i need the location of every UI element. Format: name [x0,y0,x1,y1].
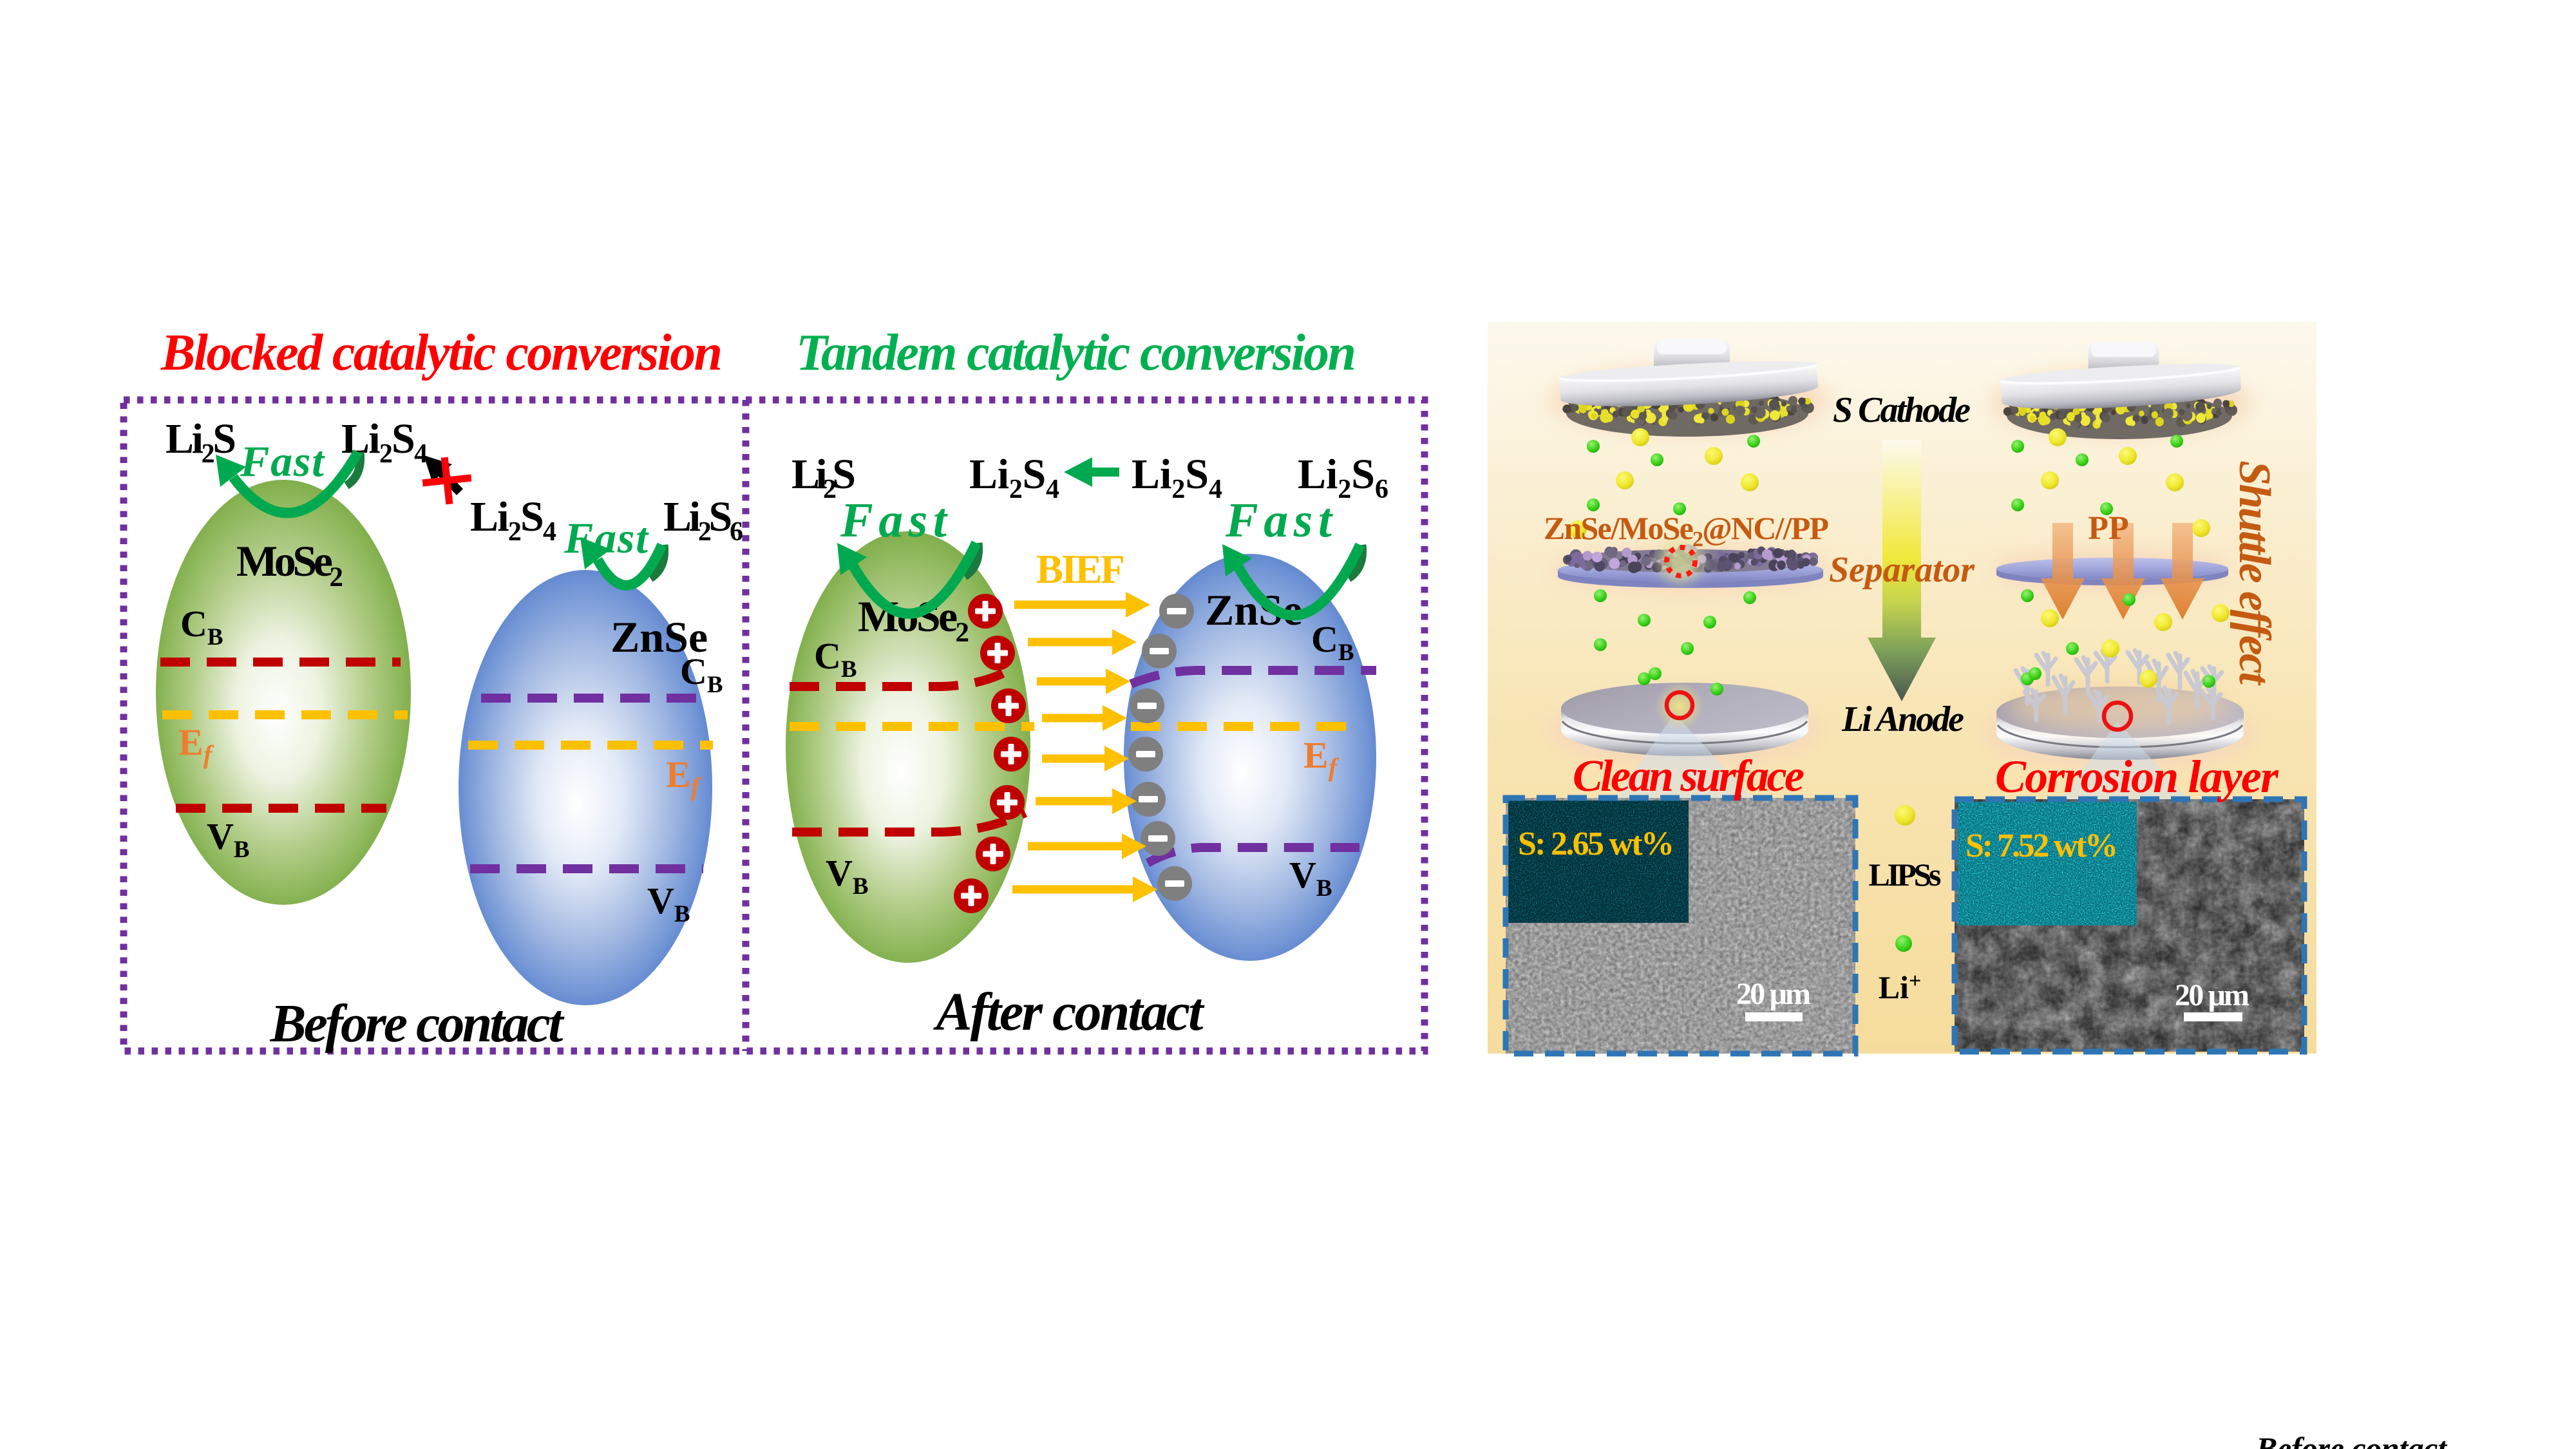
svg-text:S: 7.52 wt%: S: 7.52 wt% [1965,828,2118,864]
svg-text:Blocked catalytic conversion: Blocked catalytic conversion [160,325,723,381]
svg-text:Li2S4: Li2S4 [470,493,556,547]
svg-text:After contact: After contact [933,982,1206,1042]
svg-text:Clean surface: Clean surface [1573,752,1804,801]
svg-text:Li Anode: Li Anode [1841,699,1964,739]
svg-text:PP: PP [2088,510,2129,547]
svg-text:Tandem catalytic conversion: Tandem catalytic conversion [796,325,1356,381]
svg-text:BIEF: BIEF [1036,547,1125,592]
svg-text:20 μm: 20 μm [2175,978,2249,1012]
svg-text:ZnSe/MoSe2@NC//PP: ZnSe/MoSe2@NC//PP [1544,510,1829,551]
svg-text:Separator: Separator [1829,550,1975,590]
svg-text:Li2S4: Li2S4 [969,451,1059,504]
svg-text:ZnSe: ZnSe [611,612,708,661]
svg-text:Before contact: Before contact [270,994,565,1054]
svg-text:Shuttle effect: Shuttle effect [2230,460,2279,687]
svg-text:MoSe2: MoSe2 [236,536,343,592]
svg-text:S Cathode: S Cathode [1833,390,1971,430]
svg-text:LIPSs: LIPSs [1869,857,1942,893]
svg-text:Li2S: Li2S [791,451,856,504]
svg-text:Fast: Fast [240,437,325,486]
svg-text:Before contact: Before contact [2255,1430,2448,1449]
svg-text:20 μm: 20 μm [1736,977,1811,1011]
svg-text:Corrosion layer: Corrosion layer [1995,751,2279,802]
svg-text:Fast: Fast [564,513,649,562]
svg-text:Ef: Ef [1303,734,1340,782]
svg-text:S: 2.65 wt%: S: 2.65 wt% [1518,826,1674,862]
